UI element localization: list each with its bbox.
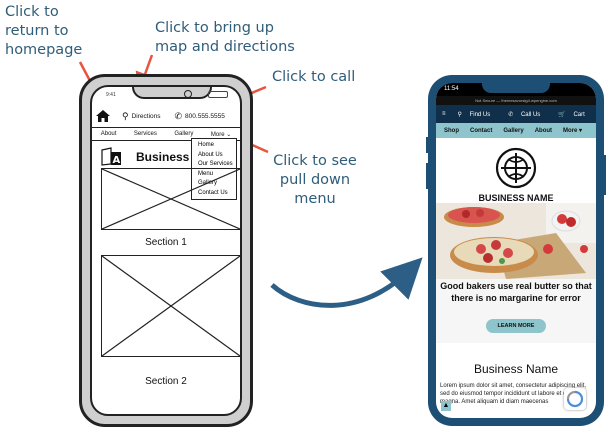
annotation-call: Click to call	[272, 69, 356, 85]
nav-about[interactable]: About	[534, 127, 553, 134]
curved-arrow	[270, 257, 423, 308]
mobile-phone: 11:54 Not Secure — themesavorstg4.wpengi…	[426, 75, 606, 426]
wireframe-phone: 9:41 ⚲ Directions ✆ 800.555.5555 About S…	[79, 74, 253, 427]
map-pin-icon[interactable]: ⚲	[122, 110, 129, 121]
dropdown-item-home[interactable]: Home	[198, 142, 215, 148]
annotation-line: map and directions	[155, 39, 295, 55]
image-placeholder	[101, 255, 240, 357]
main-nav: Shop Contact Gallery About More ▾	[436, 123, 596, 138]
wireframe-topbar: ⚲ Directions ✆ 800.555.5555	[94, 105, 238, 127]
camera-icon	[184, 90, 192, 98]
annotation-line: homepage	[5, 42, 83, 58]
nav-gallery[interactable]: Gallery	[503, 127, 524, 134]
tart-photo	[436, 203, 596, 279]
phone-number-link[interactable]: 800.555.5555	[185, 112, 225, 120]
find-us-link[interactable]: ⚲ Find Us	[457, 111, 491, 118]
business-name: BUSINESS NAME	[478, 193, 554, 203]
annotation-line: Click to see	[273, 153, 357, 169]
nav-services[interactable]: Services	[133, 131, 157, 137]
recaptcha-icon	[566, 390, 584, 408]
globe-logo-icon	[495, 147, 537, 189]
hero-tagline: Good bakers use real butter so that ther…	[440, 281, 592, 303]
battery-icon	[208, 91, 228, 98]
annotation-map: Click to bring up map and directions	[155, 19, 295, 57]
phone-side-button	[426, 163, 429, 189]
dropdown-item-contact[interactable]: Contact Us	[198, 189, 228, 196]
call-us-label: Call Us	[520, 111, 541, 118]
logo-icon: A	[101, 147, 121, 166]
nav-about[interactable]: About	[100, 131, 117, 137]
recaptcha-badge	[564, 388, 586, 410]
section-2-title: Section 2	[145, 376, 187, 387]
annotation-menu: Click to see pull down menu	[270, 152, 360, 209]
business-heading: Business	[136, 150, 190, 164]
nav-gallery[interactable]: Gallery	[174, 131, 194, 137]
phone-side-button	[426, 137, 429, 153]
dropdown-item-menu[interactable]: Menu	[198, 170, 214, 177]
nav-shop[interactable]: Shop	[444, 127, 459, 134]
phone-notch	[482, 83, 550, 93]
status-time: 11:54	[444, 86, 459, 92]
call-us-link[interactable]: ✆ Call Us	[508, 111, 541, 118]
nav-more[interactable]: More ⌄	[210, 131, 232, 138]
section-1-title: Section 1	[145, 237, 187, 248]
body-text: Lorem ipsum dolor sit amet, consectetur …	[440, 383, 587, 405]
svg-text:A: A	[113, 155, 121, 166]
menu-icon[interactable]: ≡	[442, 111, 446, 117]
phone-notch	[132, 87, 212, 99]
dropdown-item-services[interactable]: Our Services	[198, 161, 233, 167]
directions-link[interactable]: Directions	[131, 112, 161, 120]
section-title: Business Name	[473, 362, 559, 376]
wireframe-screen: 9:41 ⚲ Directions ✆ 800.555.5555 About S…	[90, 85, 242, 416]
learn-more-button[interactable]: LEARN MORE	[486, 319, 546, 333]
wireframe-nav: About Services Gallery More ⌄	[92, 127, 240, 141]
dropdown-item-about[interactable]: About Us	[198, 151, 223, 158]
annotation-line: return to	[5, 23, 69, 39]
cart-link[interactable]: 🛒 Cart	[558, 111, 585, 118]
status-time: 9:41	[106, 92, 116, 98]
home-icon[interactable]	[96, 110, 110, 122]
annotation-line: Click to	[5, 4, 59, 20]
nav-contact[interactable]: Contact	[470, 127, 493, 134]
image-placeholder	[101, 168, 240, 230]
annotation-homepage: Click to return to homepage	[5, 3, 82, 60]
phone-side-button	[603, 155, 606, 195]
mobile-screen: 11:54 Not Secure — themesavorstg4.wpengi…	[436, 83, 596, 418]
annotation-line: Click to bring up	[155, 20, 274, 36]
scroll-top-button[interactable]: ▲	[441, 401, 451, 411]
find-us-label: Find Us	[469, 111, 491, 118]
cart-label: Cart	[573, 111, 585, 118]
annotation-line: pull down	[279, 172, 351, 188]
utility-bar: ≡ ⚲ Find Us ✆ Call Us 🛒 Cart	[436, 105, 596, 123]
phone-icon[interactable]: ✆	[174, 110, 183, 121]
nav-more[interactable]: More ▾	[563, 128, 583, 134]
url-bar[interactable]: Not Secure — themesavorstg4.wpengine.com	[436, 96, 596, 105]
annotation-line: menu	[294, 191, 336, 207]
